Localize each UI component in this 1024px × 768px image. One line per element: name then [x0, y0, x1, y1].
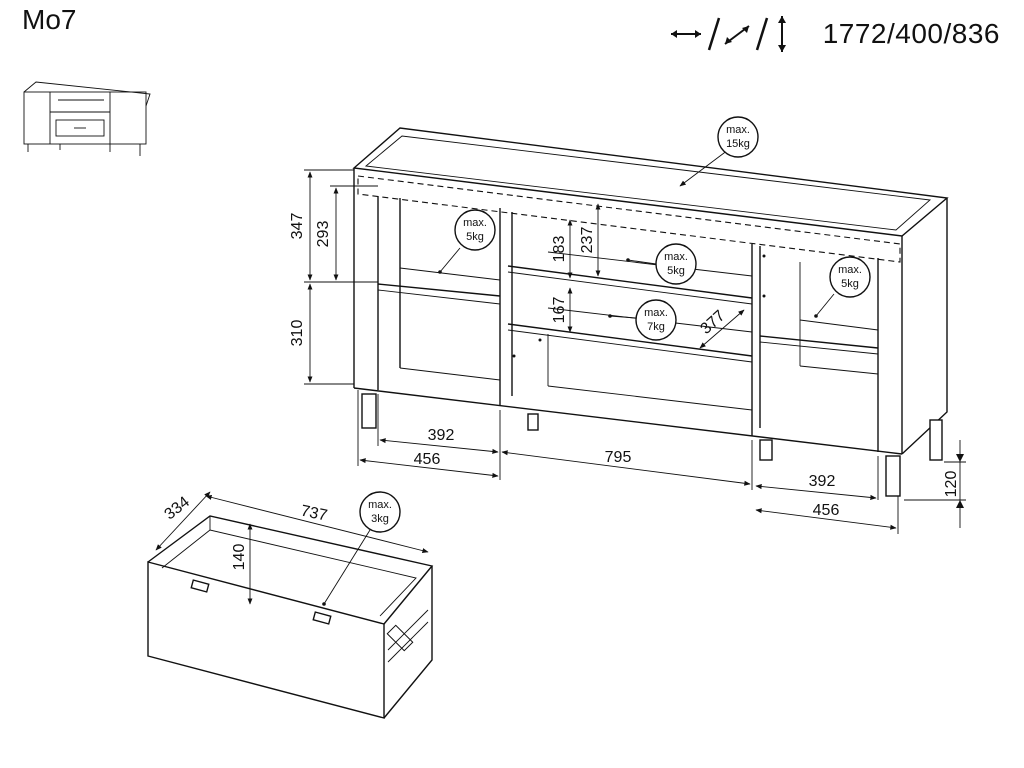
dimensions-value: 1772/400/836: [822, 18, 1000, 49]
drawer-load-label: max. 3kg: [322, 491, 401, 606]
drawer-runner: [386, 609, 429, 663]
left-shelf-load-label: max. 5kg: [438, 209, 496, 274]
model-code: Mo7: [22, 4, 77, 35]
height-arrow-icon: [777, 16, 786, 52]
dim-leg-height: 120: [943, 471, 960, 498]
load-labels: max. 15kg max. 5kg max. 5kg max. 7kg: [322, 116, 871, 606]
svg-text:7kg: 7kg: [647, 321, 665, 333]
svg-text:5kg: 5kg: [466, 231, 484, 243]
dim-middle-width: 795: [605, 449, 632, 466]
svg-text:max.: max.: [463, 217, 487, 229]
svg-text:max.: max.: [838, 264, 862, 276]
svg-text:max.: max.: [368, 499, 392, 511]
dim-middle-shelf-gap: 167: [551, 297, 568, 324]
dimension-icons: [670, 16, 786, 52]
cabinet: [352, 127, 949, 497]
dim-middle-top-gap: 183: [551, 236, 568, 263]
dim-drawer-height: 140: [231, 544, 248, 571]
dim-right-outer-width: 456: [813, 502, 840, 519]
dim-right-inner-width: 392: [809, 473, 836, 490]
dim-left-outer-width: 456: [414, 451, 441, 468]
overall-dimensions: 1772/400/836: [667, 12, 1000, 56]
svg-text:3kg: 3kg: [371, 513, 389, 525]
svg-text:max.: max.: [726, 124, 750, 136]
dim-middle-top-gap-outer: 237: [579, 227, 596, 254]
svg-text:15kg: 15kg: [726, 138, 750, 150]
top-load-label: max. 15kg: [679, 116, 759, 187]
width-arrow-icon: [670, 30, 701, 38]
dim-upper-outer-height: 347: [289, 213, 306, 240]
svg-text:5kg: 5kg: [841, 278, 859, 290]
dim-left-inner-width: 392: [428, 427, 455, 444]
dimension-lines: [304, 169, 966, 534]
svg-text:5kg: 5kg: [667, 265, 685, 277]
dim-lower-height: 310: [289, 320, 306, 347]
right-shelf-load-label: max. 5kg: [814, 256, 871, 318]
dim-drawer-depth: 334: [161, 493, 193, 523]
depth-arrow-icon: [724, 25, 750, 45]
svg-text:max.: max.: [644, 307, 668, 319]
dim-upper-inner-height: 293: [315, 221, 332, 248]
svg-text:max.: max.: [664, 251, 688, 263]
middle-lower-shelf-load-label: max. 7kg: [608, 299, 677, 341]
preview-thumbnail: [23, 81, 151, 156]
middle-upper-shelf-load-label: max. 5kg: [626, 243, 697, 285]
dim-drawer-width: 737: [299, 503, 329, 525]
drawer: [147, 491, 434, 719]
dim-shelf-depth: 377: [697, 307, 728, 338]
